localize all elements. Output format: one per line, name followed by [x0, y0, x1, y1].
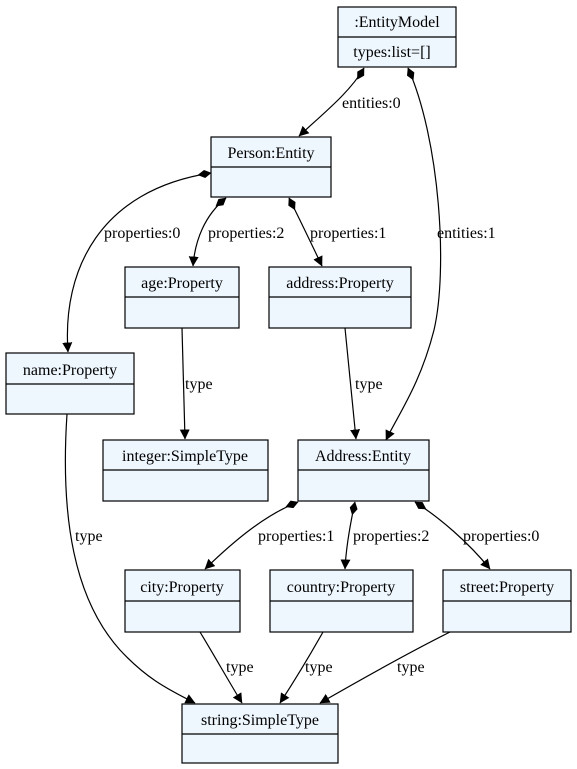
node-address-entity-title: Address:Entity	[315, 448, 411, 465]
node-address-entity[interactable]: Address:Entity	[297, 439, 430, 502]
edge-label-person-properties-2: properties:2	[208, 225, 284, 242]
edge-country-type: type	[279, 631, 333, 704]
node-integer-type[interactable]: integer:SimpleType	[102, 439, 269, 502]
edge-entities-1: entities:1	[385, 67, 496, 441]
edge-city-type: type	[199, 631, 254, 704]
edge-label-city-type: type	[226, 659, 254, 676]
node-entity-model-attribute: types:list=[]	[353, 44, 430, 61]
node-name-property-title: name:Property	[23, 362, 117, 379]
node-address-property[interactable]: address:Property	[268, 266, 412, 329]
edge-address-properties-0: properties:0	[414, 501, 539, 570]
node-city-property-title: city:Property	[140, 579, 224, 596]
edge-street-type: type	[319, 631, 451, 704]
node-entity-model-title: :EntityModel	[354, 14, 440, 31]
edge-person-properties-2: properties:2	[188, 197, 284, 267]
node-city-property[interactable]: city:Property	[124, 569, 241, 633]
node-street-property[interactable]: street:Property	[442, 569, 572, 633]
edge-address-type: type	[344, 327, 383, 440]
node-age-property[interactable]: age:Property	[124, 266, 240, 329]
edge-address-properties-2: properties:2	[340, 501, 429, 570]
edge-label-country-type: type	[305, 659, 333, 676]
node-street-property-title: street:Property	[460, 579, 554, 596]
node-string-type[interactable]: string:SimpleType	[181, 703, 339, 764]
edge-age-type: type	[179, 327, 213, 440]
edge-address-properties-1: properties:1	[204, 500, 334, 570]
edge-label-age-type: type	[185, 376, 213, 393]
node-integer-type-title: integer:SimpleType	[122, 448, 248, 465]
edge-label-address-properties-2: properties:2	[353, 528, 429, 545]
edge-label-entities-1: entities:1	[437, 225, 496, 242]
node-country-property-title: country:Property	[287, 579, 395, 596]
node-string-type-title: string:SimpleType	[201, 712, 319, 729]
edge-label-address-type: type	[355, 376, 383, 393]
edge-label-address-properties-0: properties:0	[463, 528, 539, 545]
edge-entities-0: entities:0	[298, 67, 401, 137]
edge-label-address-properties-1: properties:1	[258, 528, 334, 545]
node-country-property[interactable]: country:Property	[269, 569, 414, 633]
edge-label-person-properties-1: properties:1	[310, 225, 386, 242]
edge-label-entities-0: entities:0	[342, 95, 401, 112]
node-name-property[interactable]: name:Property	[5, 352, 135, 415]
edge-person-properties-1: properties:1	[288, 197, 386, 267]
node-address-property-title: address:Property	[286, 275, 394, 292]
edge-label-street-type: type	[397, 659, 425, 676]
node-entity-model[interactable]: :EntityModel types:list=[]	[337, 6, 457, 68]
edge-person-properties-0: properties:0	[62, 170, 212, 353]
node-person-entity-title: Person:Entity	[227, 145, 314, 162]
node-person-entity[interactable]: Person:Entity	[210, 136, 332, 198]
edge-label-name-type: type	[75, 528, 103, 545]
node-age-property-title: age:Property	[141, 275, 223, 292]
edge-label-person-properties-0: properties:0	[104, 225, 180, 242]
edge-name-type: type	[64, 413, 196, 704]
